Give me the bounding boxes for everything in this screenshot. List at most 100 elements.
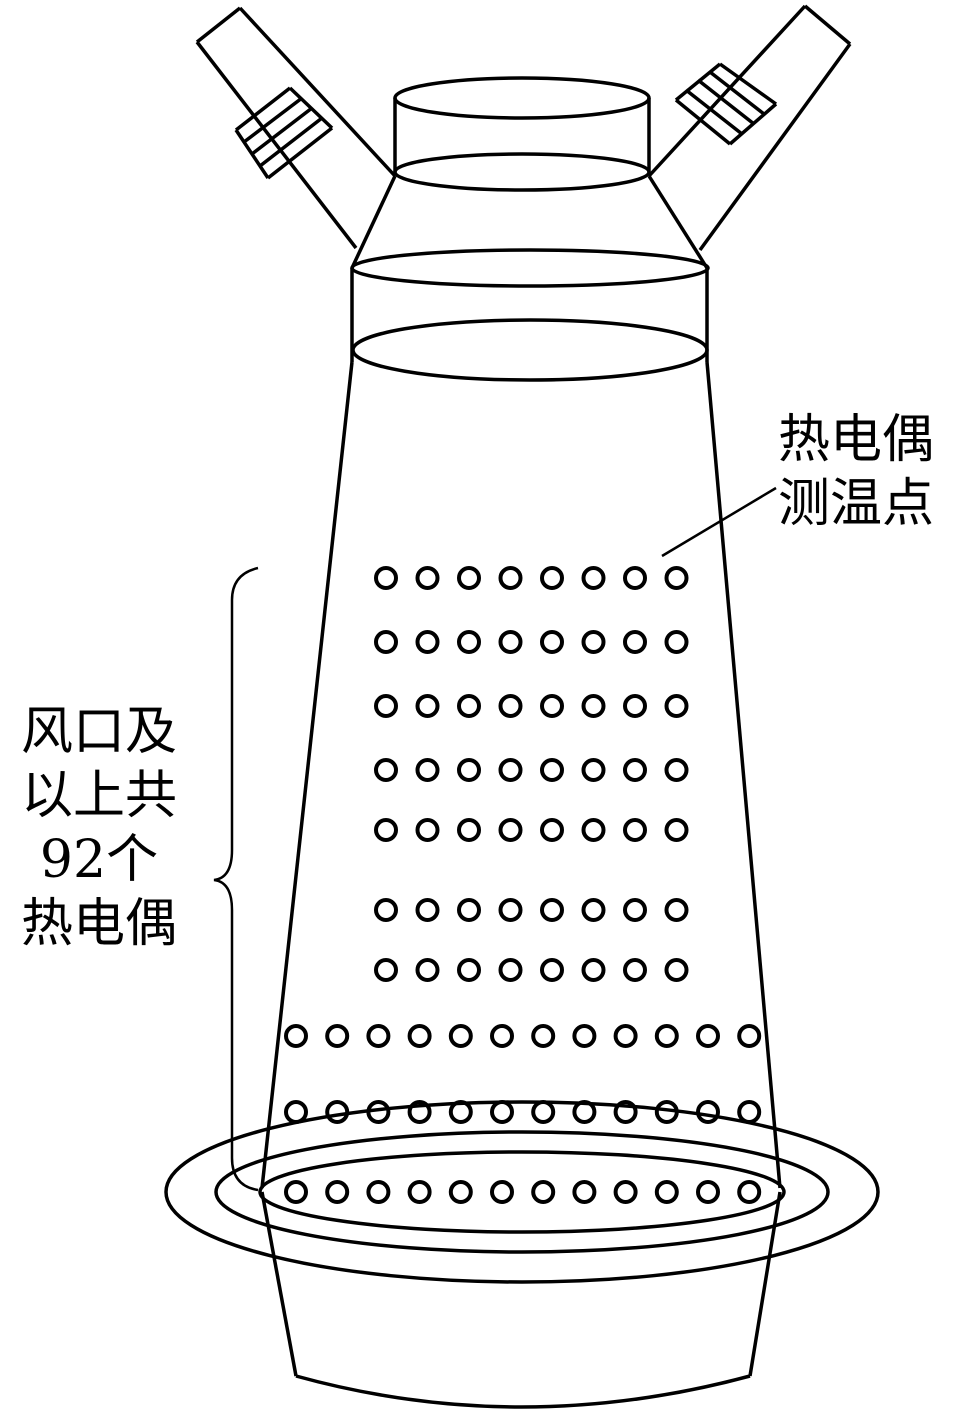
furnace-upper-band [350,268,709,382]
thermocouple-point [664,958,689,982]
thermocouple-point [366,1100,391,1124]
thermocouple-point [415,898,440,922]
measurement-point-label-line-1: 热电偶 [778,410,935,470]
furnace-throat [393,76,651,192]
thermocouple-point [696,1024,720,1048]
thermocouple-summary-label: 风口及 以上共 92个 热电偶 [4,700,194,956]
thermocouple-point [696,1100,720,1124]
thermocouple-points [284,566,762,1204]
tuyere-platform [164,1100,880,1284]
thermocouple-point [407,1100,432,1124]
thermocouple-point [448,1100,473,1124]
thermocouple-point [498,566,523,590]
thermocouple-point [407,1180,432,1204]
left-curly-brace [213,566,259,1192]
thermocouple-point [366,1024,391,1048]
thermocouple-point [654,1100,679,1124]
thermocouple-point [490,1180,514,1204]
thermocouple-point [457,566,481,590]
thermocouple-point [696,1180,720,1204]
thermocouple-point [531,1024,556,1048]
thermocouple-point [325,1024,350,1048]
thermocouple-point [415,758,440,782]
thermocouple-point [284,1180,308,1204]
thermocouple-point [572,1100,597,1124]
thermocouple-point [581,898,606,922]
thermocouple-point [457,758,481,782]
thermocouple-point [623,694,647,718]
thermocouple-point [415,694,440,718]
thermocouple-point [415,566,440,590]
thermocouple-point [654,1180,679,1204]
thermocouple-point [374,958,398,982]
thermocouple-point [540,566,564,590]
thermocouple-point [623,758,647,782]
thermocouple-point [623,818,647,842]
label-leader-line [661,486,777,558]
thermocouple-point [540,818,564,842]
thermocouple-point [284,1100,308,1124]
thermocouple-point [490,1024,514,1048]
thermocouple-point [457,818,481,842]
thermocouple-point [498,758,523,782]
thermocouple-point [415,818,440,842]
furnace-shaft [260,361,782,1189]
thermocouple-point [457,898,481,922]
thermocouple-point [457,630,481,654]
thermocouple-point [366,1180,391,1204]
thermocouple-point [374,898,398,922]
thermocouple-point [581,630,606,654]
thermocouple-point [572,1180,597,1204]
thermocouple-point [664,630,689,654]
thermocouple-point [664,898,689,922]
thermocouple-point [737,1100,762,1124]
thermocouple-point [613,1180,638,1204]
thermocouple-point [581,818,606,842]
thermocouple-point [654,1024,679,1048]
thermocouple-point [581,566,606,590]
thermocouple-point [540,758,564,782]
summary-label-line-3: 92个 [39,830,159,890]
thermocouple-point [374,566,398,590]
thermocouple-point [664,758,689,782]
thermocouple-point [415,958,440,982]
thermocouple-point [581,694,606,718]
thermocouple-point [457,958,481,982]
thermocouple-point [498,818,523,842]
furnace-top-cone [350,175,710,288]
thermocouple-point [581,758,606,782]
thermocouple-point [540,898,564,922]
furnace-hearth [260,1191,782,1409]
thermocouple-point [448,1024,473,1048]
thermocouple-point [540,630,564,654]
thermocouple-point [623,958,647,982]
right-pipe-rings [674,62,778,146]
thermocouple-point [374,694,398,718]
thermocouple-point [374,630,398,654]
thermocouple-point [498,898,523,922]
left-uptake-pipe [195,6,397,250]
thermocouple-point [415,630,440,654]
thermocouple-point [664,566,689,590]
thermocouple-point [374,758,398,782]
thermocouple-point [457,694,481,718]
thermocouple-point [581,958,606,982]
thermocouple-point [325,1100,350,1124]
thermocouple-point [613,1100,638,1124]
summary-label-line-2: 以上共 [20,766,177,826]
measurement-point-label: 热电偶 测温点 [778,408,934,536]
thermocouple-point [498,630,523,654]
right-uptake-pipe [647,4,852,252]
thermocouple-point [572,1024,597,1048]
thermocouple-point [623,898,647,922]
thermocouple-point [613,1024,638,1048]
thermocouple-point [490,1100,514,1124]
measurement-point-label-line-2: 测温点 [778,474,935,534]
summary-label-line-4: 热电偶 [20,894,177,954]
thermocouple-point [284,1024,308,1048]
thermocouple-point [664,818,689,842]
thermocouple-point [531,1180,556,1204]
thermocouple-point [737,1024,762,1048]
summary-label-line-1: 风口及 [20,702,177,762]
